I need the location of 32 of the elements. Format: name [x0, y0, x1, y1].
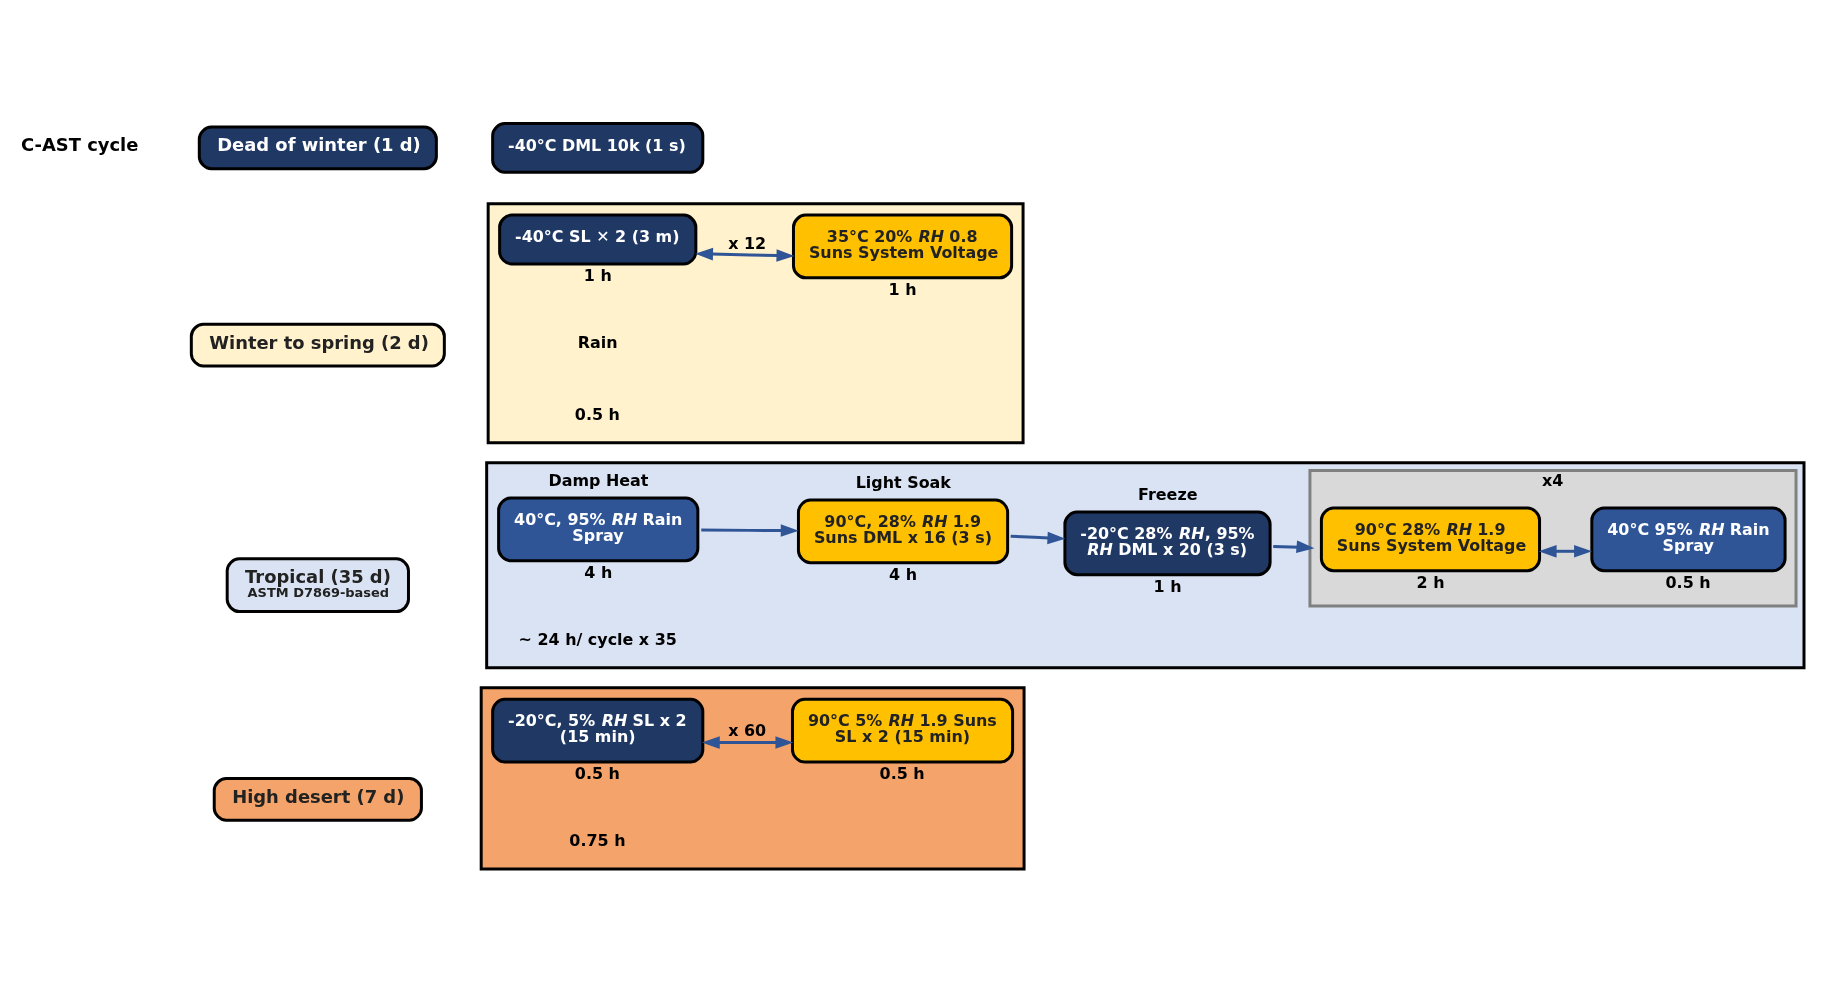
node-label: Light Soak [855, 472, 951, 492]
arrow [701, 523, 799, 537]
edge-label: x 60 [728, 720, 767, 740]
node-box: Winter to spring (2 d) [189, 322, 446, 367]
arrow [1273, 540, 1315, 553]
node-label: 4 h [889, 564, 918, 584]
node-box: Dead of winter (1 d) [197, 124, 438, 170]
label: 0.5 h [574, 404, 620, 424]
arrow [695, 247, 795, 262]
node-label: 4 h [584, 562, 613, 582]
node-label: 1 h [888, 279, 917, 299]
cluster [486, 201, 1025, 444]
node-label: 1 h [583, 265, 612, 285]
label: ~ 24 h/ cycle x 35 [518, 629, 677, 649]
node-box: High desert (7 d) [212, 776, 423, 822]
arrow [701, 735, 794, 749]
arrow [1010, 531, 1066, 544]
edge-label: x 12 [728, 233, 767, 253]
node-label: Freeze [1138, 484, 1198, 504]
node-label: 0.5 h [879, 763, 925, 783]
node-label: Damp Heat [548, 470, 649, 490]
node-label: 0.5 h [1665, 572, 1711, 592]
node-box: Tropical (35 d) ASTM D7869-based [225, 556, 410, 613]
node-label: 0.5 h [574, 763, 620, 783]
label: 0.75 h [569, 830, 626, 850]
cluster [485, 460, 1806, 669]
node-label: 2 h [1416, 572, 1445, 592]
node-label: 1 h [1153, 576, 1182, 596]
cluster [479, 685, 1026, 871]
label: Rain [577, 332, 618, 352]
label: C-AST cycle [21, 133, 139, 155]
arrow [1538, 544, 1593, 558]
